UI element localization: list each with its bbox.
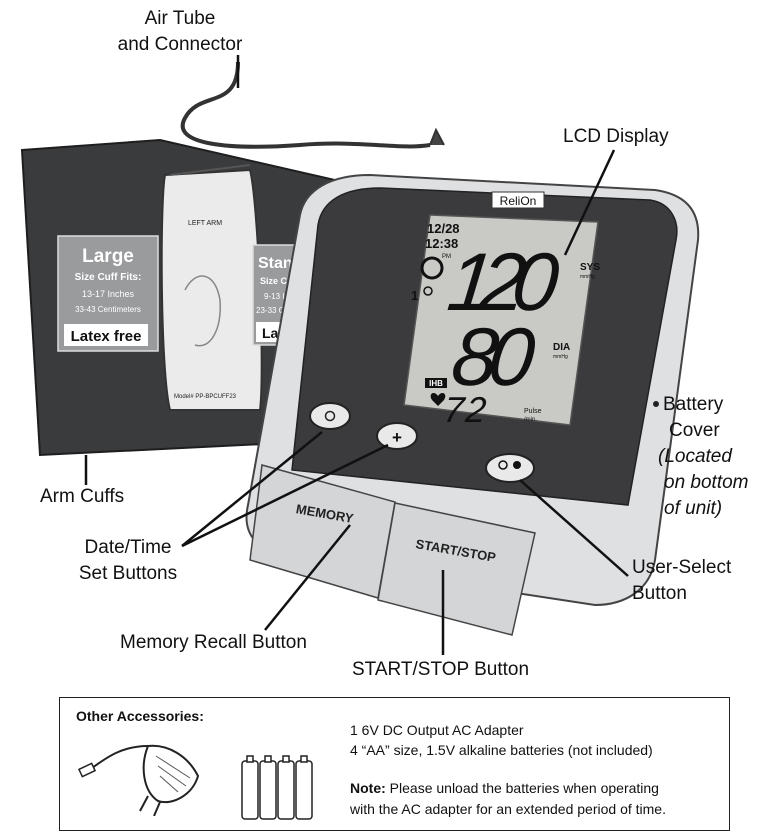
lcd-time: 12:38 [425, 236, 458, 251]
lcd-pulse-sub: /min. [524, 417, 537, 423]
note-label: Note: [350, 780, 386, 796]
lcd-diastolic: 80 [448, 312, 540, 403]
start-stop-button[interactable]: START/STOP [377, 502, 536, 636]
clock-icon [324, 410, 336, 422]
left-arm-label: LEFT ARM [188, 220, 222, 227]
arm-cuffs-label: Arm Cuffs [40, 486, 125, 507]
user-filled-icon [513, 461, 521, 469]
lcd-ihb: IHB [429, 379, 443, 388]
lcd-sys-sub: mmHg [580, 274, 595, 280]
leader-date-1 [181, 431, 323, 547]
lcd-pulse-unit: Pulse [524, 408, 542, 415]
lcd-date: 12/28 [427, 221, 460, 236]
memory-recall-label: Memory Recall Button [120, 632, 307, 653]
lcd-pulse: 72 [442, 389, 488, 430]
lcd-sys-unit: SYS [580, 262, 600, 273]
accessories-title: Other Accessories: [76, 708, 204, 724]
leader-user-select [519, 479, 629, 577]
lcd-user-number: 1 [411, 288, 418, 303]
ac-adapter-illustration [78, 744, 200, 816]
air-connector [429, 127, 445, 146]
battery-cover-callout: Battery Cover (Located on bottom of unit… [658, 392, 749, 522]
user-outline-icon [498, 460, 508, 470]
large-cuff-title: Large [82, 246, 134, 267]
lcd-dia-unit: DIA [553, 342, 570, 353]
lcd-systolic: 120 [444, 237, 564, 328]
plus-icon: + [392, 428, 402, 447]
battery-label-line1: Battery [663, 394, 724, 415]
blood-pressure-monitor: ReliOn 12/28 12:38 PM 1 120 SYS mmHg 80 … [245, 173, 700, 636]
leader-lcd [563, 149, 616, 256]
battery-cover-marker [653, 401, 659, 407]
brand-logo: ReliOn [500, 194, 537, 208]
lcd-dia-sub: mmHg [553, 354, 568, 360]
start-stop-label: START/STOP Button [352, 659, 530, 680]
aa-batteries-illustration [241, 755, 313, 820]
memory-recall-callout: Memory Recall Button [120, 630, 307, 656]
air-tube-label-line2: and Connector [117, 34, 243, 55]
datetime-callout: Date/Time Set Buttons [58, 535, 198, 587]
user-select-callout: User-Select Button [632, 555, 731, 607]
standard-arm-cuff: LEFT ARM Model# PP-BPCUFF23 [160, 164, 263, 411]
other-accessories-box: Other Accessories: 1 6V DC Output AC Ada… [59, 697, 730, 831]
accessories-list: 1 6V DC Output AC Adapter 4 “AA” size, 1… [350, 720, 653, 760]
user-select-label-line2: Button [632, 583, 687, 604]
large-cuff-line3: 33-43 Centimeters [75, 305, 141, 314]
accessory-item-batteries: 4 “AA” size, 1.5V alkaline batteries (no… [350, 742, 653, 758]
large-cuff-line2: 13-17 Inches [82, 289, 135, 299]
arm-cuffs-callout: Arm Cuffs [40, 484, 124, 510]
lcd-display-label: LCD Display [563, 126, 669, 147]
leader-date-2 [181, 443, 389, 548]
pressure-icon [420, 256, 444, 280]
datetime-label-line1: Date/Time [84, 537, 172, 558]
heart-icon [430, 393, 446, 406]
large-cuff-line1: Size Cuff Fits: [75, 272, 142, 283]
air-tube-callout: Air Tube and Connector [100, 6, 260, 58]
accessories-note: Note: Please unload the batteries when o… [350, 778, 666, 820]
clock-set-button[interactable] [309, 402, 351, 430]
lcd-ampm: PM [442, 254, 451, 260]
note-text-line2: with the AC adapter for an extended peri… [350, 801, 666, 817]
plus-set-button[interactable]: + [376, 422, 418, 450]
memory-button[interactable]: MEMORY [249, 464, 396, 599]
battery-label-line2: Cover [669, 420, 720, 441]
standard-cuff-line2: 9-13 Inche [264, 292, 302, 301]
accessory-item-adapter: 1 6V DC Output AC Adapter [350, 722, 524, 738]
leader-memory [264, 524, 351, 631]
user-icon [423, 286, 433, 296]
cuff-model-number: Model# PP-BPCUFF23 [174, 394, 237, 400]
lcd-display-callout: LCD Display [563, 124, 669, 150]
battery-label-line4: on bottom [664, 472, 749, 493]
air-tube-label-line1: Air Tube [144, 8, 216, 29]
air-tube [180, 61, 431, 149]
leader-lines [84, 55, 629, 655]
note-text-line1: Please unload the batteries when operati… [385, 780, 659, 796]
large-cuff-latex: Latex free [71, 328, 142, 345]
battery-label-line3: (Located [658, 446, 732, 467]
datetime-label-line2: Set Buttons [78, 563, 178, 584]
user-select-label-line1: User-Select [632, 557, 732, 578]
start-stop-callout: START/STOP Button [352, 657, 529, 683]
battery-label-line5: of unit) [664, 498, 723, 519]
user-select-button[interactable] [485, 453, 535, 483]
